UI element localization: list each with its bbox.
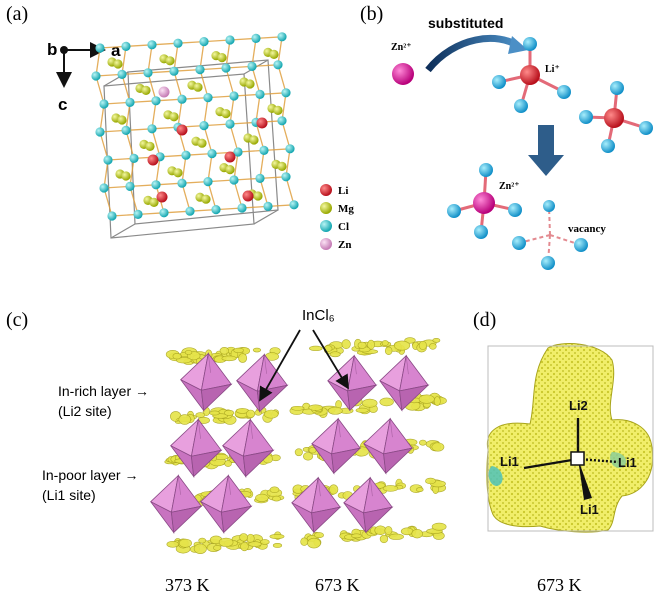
bond-li1-down: [578, 459, 592, 500]
in-rich-layer-label: In-rich layer →: [58, 383, 149, 399]
zn-ion-1: [392, 63, 414, 85]
li-tetrahedron-2: [579, 81, 653, 153]
legend-mg-swatch: [320, 202, 332, 214]
incl6-label: InCl₆: [302, 307, 335, 324]
in-poor-layer-label: In-poor layer →: [42, 467, 138, 483]
a-axis-label: a: [111, 41, 121, 60]
b-axis-label: b: [47, 40, 57, 59]
temperature-373k: 373 K: [165, 575, 210, 595]
substitution-arrow-head: [508, 36, 528, 54]
vacancy-box: [570, 451, 585, 466]
substituted-text: substituted: [428, 15, 503, 31]
site-label-li2: Li2: [569, 398, 588, 413]
map-frame: [487, 345, 654, 532]
element-legend: Li Mg Cl Zn: [320, 184, 354, 251]
temperature-673k-c: 673 K: [315, 575, 360, 595]
li1-site-label: (Li1 site): [42, 487, 96, 503]
li-tetrahedron: Li⁺: [492, 37, 571, 113]
zn-ion-label-1: Zn²⁺: [391, 42, 412, 53]
vacancy-label: vacancy: [568, 223, 606, 235]
legend-cl-label: Cl: [338, 221, 349, 233]
density-region: [486, 343, 654, 533]
panel-c: (c) InCl₆ In-rich layer → (Li2 site) In-…: [6, 307, 447, 595]
site-label-li1-left: Li1: [500, 454, 519, 469]
incl6-octahedra: [150, 352, 430, 534]
site-label-li1-bottom: Li1: [580, 502, 599, 517]
li-ion: [520, 65, 540, 85]
substitution-arrow: [425, 34, 521, 73]
zn-ion-label-2: Zn²⁺: [499, 181, 520, 192]
c-axis-label: c: [58, 95, 67, 114]
transform-down-arrow: [528, 125, 564, 176]
panel-b: (b) Zn²⁺ substituted Li⁺: [360, 3, 653, 270]
legend-cl-swatch: [320, 220, 332, 232]
isosurface-density: [163, 337, 447, 554]
panel-a: (a) b a c Li Mg Cl Zn: [6, 3, 354, 251]
axes-triad: b a c: [47, 40, 121, 114]
bond-li1-right: [577, 457, 619, 464]
diffusion-map: Li2 Li1 Li1 Li1: [486, 343, 654, 533]
panel-d-label: (d): [473, 309, 496, 331]
bond-li1-left: [523, 457, 579, 470]
legend-zn-label: Zn: [338, 239, 351, 251]
legend-mg-label: Mg: [338, 203, 354, 215]
panel-b-label: (b): [360, 3, 383, 25]
panel-d: (d) Li2 Li1 Li1 Li1 673 K: [473, 309, 654, 595]
li2-site-label: (Li2 site): [58, 403, 112, 419]
li-ion-label: Li⁺: [545, 64, 560, 75]
crystal-structure: [91, 32, 299, 239]
site-label-li1-right: Li1: [618, 455, 637, 470]
zn-tetrahedron: Zn²⁺: [447, 163, 522, 239]
panel-a-label: (a): [6, 3, 28, 25]
cl-patch: [488, 466, 503, 486]
cl-patch-2: [610, 452, 627, 468]
legend-li-label: Li: [338, 185, 348, 197]
vacancy-site: vacancy: [512, 200, 606, 270]
temperature-673k-d: 673 K: [537, 575, 582, 595]
incl6-pointer-left: [259, 329, 301, 402]
legend-zn-swatch: [320, 238, 332, 250]
zn-ion-2: [473, 192, 495, 214]
legend-li-swatch: [320, 184, 332, 196]
incl6-pointer-right: [312, 329, 349, 390]
panel-c-label: (c): [6, 309, 28, 331]
